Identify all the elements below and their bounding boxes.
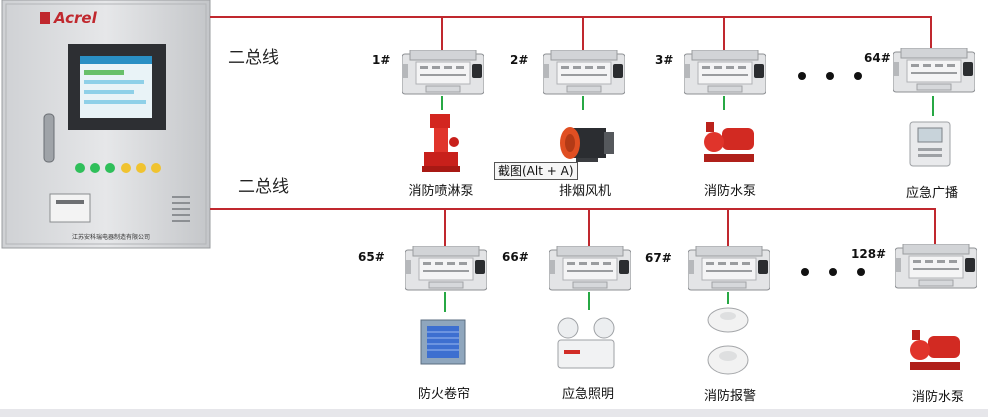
module-address: 3# (655, 53, 674, 67)
smoke-detector-icon (707, 307, 749, 375)
fire-water-pump-icon (704, 122, 754, 162)
io-module-icon (405, 246, 487, 291)
device-label: 消防报警 (703, 389, 756, 404)
device-label: 消防喷淋泵 (408, 184, 474, 199)
smoke-exhaust-fan-icon (560, 127, 614, 162)
fire-shutter-icon (420, 319, 466, 365)
brand-logo: Acrel (54, 9, 97, 27)
bus-line-top (210, 16, 932, 18)
io-module-icon (895, 244, 977, 289)
io-module-icon (543, 50, 625, 95)
module-address: 67# (645, 251, 672, 265)
device-label: 应急照明 (561, 387, 614, 402)
bus-label-top: 二总线 (228, 48, 279, 68)
io-module-icon (893, 48, 975, 93)
device-link (727, 292, 729, 304)
module-address: 64# (864, 51, 891, 65)
ellipsis-dot (801, 268, 809, 276)
device-label: 防火卷帘 (417, 387, 470, 402)
device-label: 应急广播 (905, 186, 958, 201)
device-link (723, 96, 725, 110)
fire-water-pump-icon (910, 330, 960, 370)
device-link (582, 96, 584, 110)
emergency-light-icon (557, 317, 615, 369)
bus-line-bottom (210, 208, 936, 210)
device-label: 消防水泵 (703, 184, 756, 199)
device-link (588, 292, 590, 310)
device-label: 排烟风机 (558, 184, 611, 199)
ellipsis-dot (826, 72, 834, 80)
ellipsis-dot (829, 268, 837, 276)
ellipsis-dot (798, 72, 806, 80)
io-module-icon (549, 246, 631, 291)
maker-text: 江苏安科瑞电器制造有限公司 (72, 234, 151, 241)
sprinkler-pump-icon (422, 114, 460, 172)
bus-drop (727, 208, 729, 248)
device-label: 消防水泵 (911, 390, 964, 405)
ellipsis-dot (854, 72, 862, 80)
bus-drop (444, 208, 446, 248)
emergency-broadcast-icon (909, 121, 951, 167)
bus-drop (588, 208, 590, 248)
module-address: 2# (510, 53, 529, 67)
bus-drop (441, 16, 443, 50)
io-module-icon (684, 50, 766, 95)
module-address: 66# (502, 250, 529, 264)
control-panel (1, 0, 211, 249)
module-address: 128# (851, 247, 887, 261)
bottom-strip (0, 409, 988, 417)
ellipsis-dot (857, 268, 865, 276)
screenshot-tooltip: 截图(Alt + A) (494, 162, 578, 180)
bus-drop (723, 16, 725, 50)
module-address: 65# (358, 250, 385, 264)
bus-drop (582, 16, 584, 50)
bus-drop (930, 16, 932, 50)
device-link (441, 96, 443, 110)
device-link (932, 96, 934, 116)
bus-drop (934, 208, 936, 248)
device-link (444, 292, 446, 312)
bus-label-bottom: 二总线 (238, 177, 289, 197)
io-module-icon (402, 50, 484, 95)
io-module-icon (688, 246, 770, 291)
module-address: 1# (372, 53, 391, 67)
